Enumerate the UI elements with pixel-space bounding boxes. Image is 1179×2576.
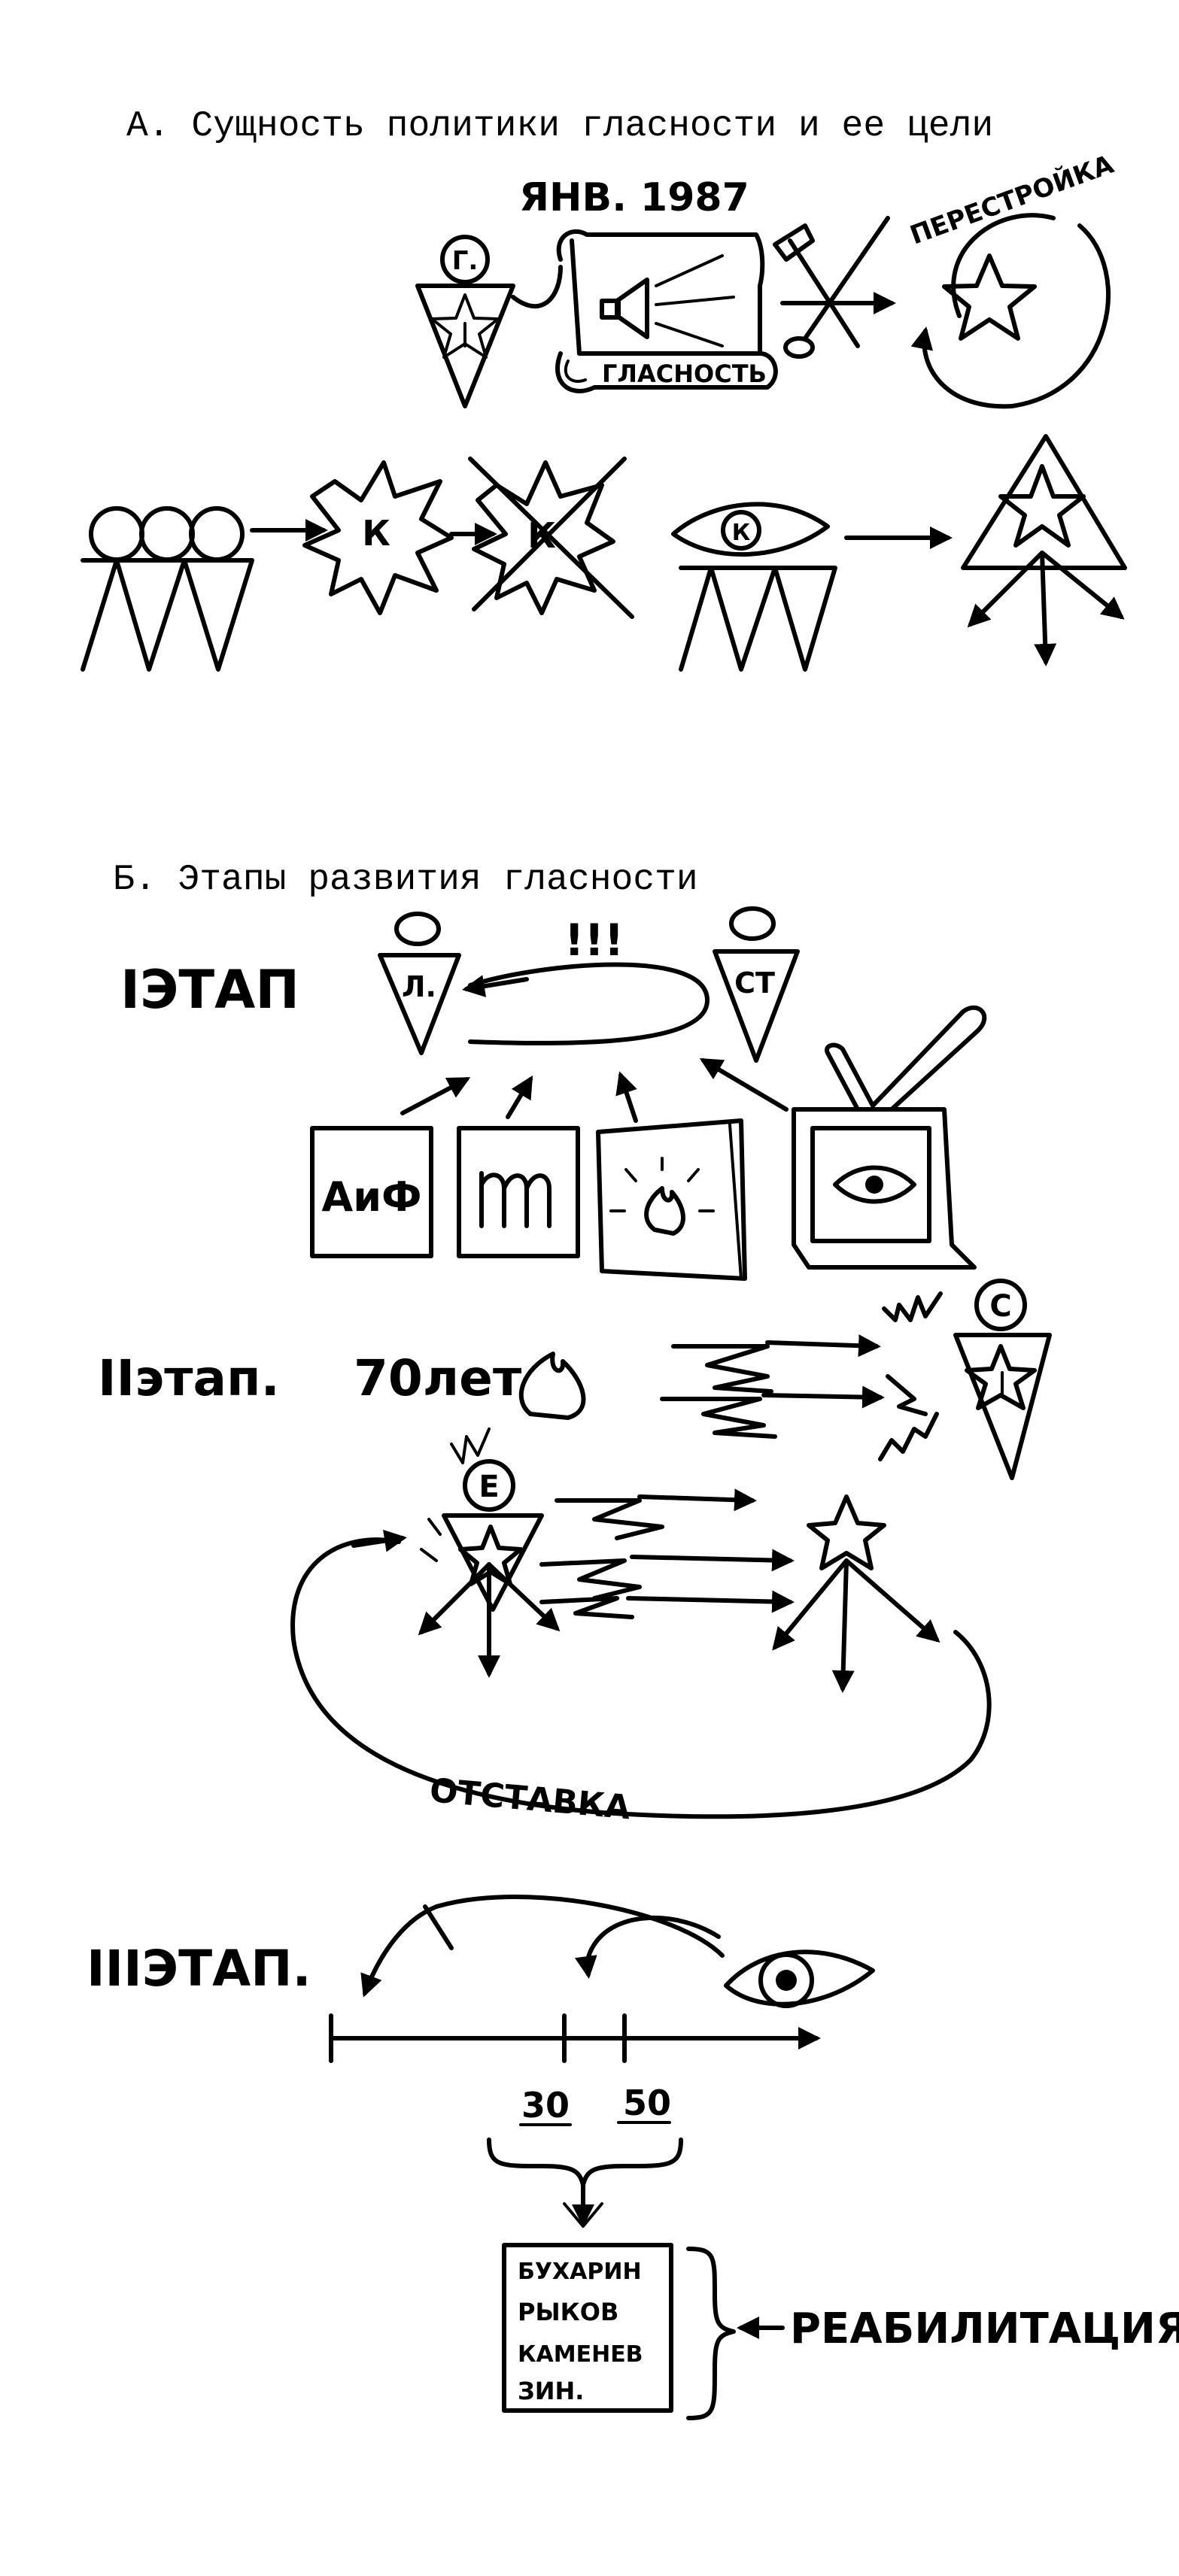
stage2-star-emblem bbox=[772, 1494, 940, 1693]
eye-icon bbox=[671, 502, 830, 557]
s-burst-icon bbox=[878, 1291, 943, 1461]
eye-k-label: К bbox=[732, 520, 751, 546]
person-l-label: Л. bbox=[402, 970, 436, 1003]
general-secretary-figure: Г. bbox=[415, 235, 515, 408]
person-s-label: С bbox=[989, 1289, 1011, 1324]
tick-30-label: 30 bbox=[521, 2085, 570, 2125]
cycle-star-icon bbox=[942, 253, 1037, 341]
watching-eye-group: К bbox=[671, 502, 837, 672]
stage2-star-icon bbox=[807, 1494, 886, 1570]
rehab-label: РЕАБИЛИТАЦИЯ. bbox=[790, 2304, 1179, 2353]
person-g-label: Г. bbox=[452, 246, 479, 276]
tick-50-label: 50 bbox=[623, 2083, 671, 2123]
glasnost-scroll: ГЛАСНОСТЬ bbox=[555, 229, 778, 393]
person-e-figure: Е bbox=[418, 1428, 561, 1678]
hammer-wrench-icon bbox=[773, 216, 890, 359]
stage3-eye bbox=[724, 1949, 875, 2008]
right-brace bbox=[686, 2247, 736, 2420]
cycle-label: ПЕРЕСТРОЙКА bbox=[906, 148, 1118, 250]
big-eye-icon bbox=[724, 1949, 875, 2007]
timeline-axis: 30 50 bbox=[329, 2013, 821, 2126]
resign-label: ОТСТАВКА bbox=[428, 1771, 632, 1827]
pravda-mark-icon bbox=[479, 1171, 552, 1228]
scroll-label: ГЛАСНОСТЬ bbox=[602, 360, 767, 388]
section-b-heading: Б. Этапы развития гласности bbox=[113, 860, 698, 900]
person-st-label: СТ bbox=[734, 966, 775, 1000]
megaphone-icon bbox=[615, 278, 649, 339]
person-s-figure: С bbox=[953, 1279, 1052, 1480]
triangle-star-emblem bbox=[961, 434, 1127, 666]
years-label: 70лет bbox=[354, 1349, 521, 1407]
people-group bbox=[81, 506, 254, 672]
person-l-figure: Л. bbox=[378, 912, 461, 1055]
name-zin: ЗИН. bbox=[518, 2377, 584, 2405]
names-document: БУХАРИН РЫКОВ КАМЕНЕВ ЗИН. bbox=[502, 2243, 673, 2413]
name-rykov: РЫКОВ bbox=[518, 2298, 618, 2326]
person-st-figure: СТ bbox=[713, 906, 800, 1063]
person-e-label: Е bbox=[479, 1470, 499, 1504]
television bbox=[792, 1005, 987, 1270]
date-label: ЯНВ. 1987 bbox=[519, 175, 749, 220]
name-kamenev: КАМЕНЕВ bbox=[518, 2341, 643, 2368]
section-a-heading: А. Сущность политики гласности и ее цели bbox=[126, 106, 994, 147]
bottom-brace bbox=[487, 2138, 683, 2187]
stage1-label: IЭТАП bbox=[120, 959, 299, 1021]
stage3-label: IIIЭТАП. bbox=[87, 1940, 311, 1998]
years-fire-icon bbox=[518, 1352, 586, 1420]
stage2-label: IIэтап. bbox=[98, 1349, 280, 1407]
newspaper-aif: АиФ bbox=[310, 1126, 433, 1258]
perestroika-cycle: ПЕРЕСТРОЙКА bbox=[906, 148, 1118, 409]
magazine-fire bbox=[596, 1118, 747, 1281]
k-burst-crossed: К bbox=[468, 457, 634, 619]
tv-eye-icon bbox=[833, 1165, 916, 1204]
k-label: К bbox=[362, 513, 390, 554]
resignation-loop: ОТСТАВКА bbox=[290, 1529, 992, 1827]
newspaper-pravda bbox=[457, 1126, 580, 1258]
fire-icon bbox=[644, 1186, 685, 1236]
emblem-star-icon bbox=[998, 464, 1086, 548]
name-bukharin: БУХАРИН bbox=[518, 2259, 642, 2285]
k-burst: К bbox=[302, 460, 454, 615]
exclaim-label: !!! bbox=[564, 915, 624, 966]
newspaper-label: АиФ bbox=[321, 1173, 421, 1221]
